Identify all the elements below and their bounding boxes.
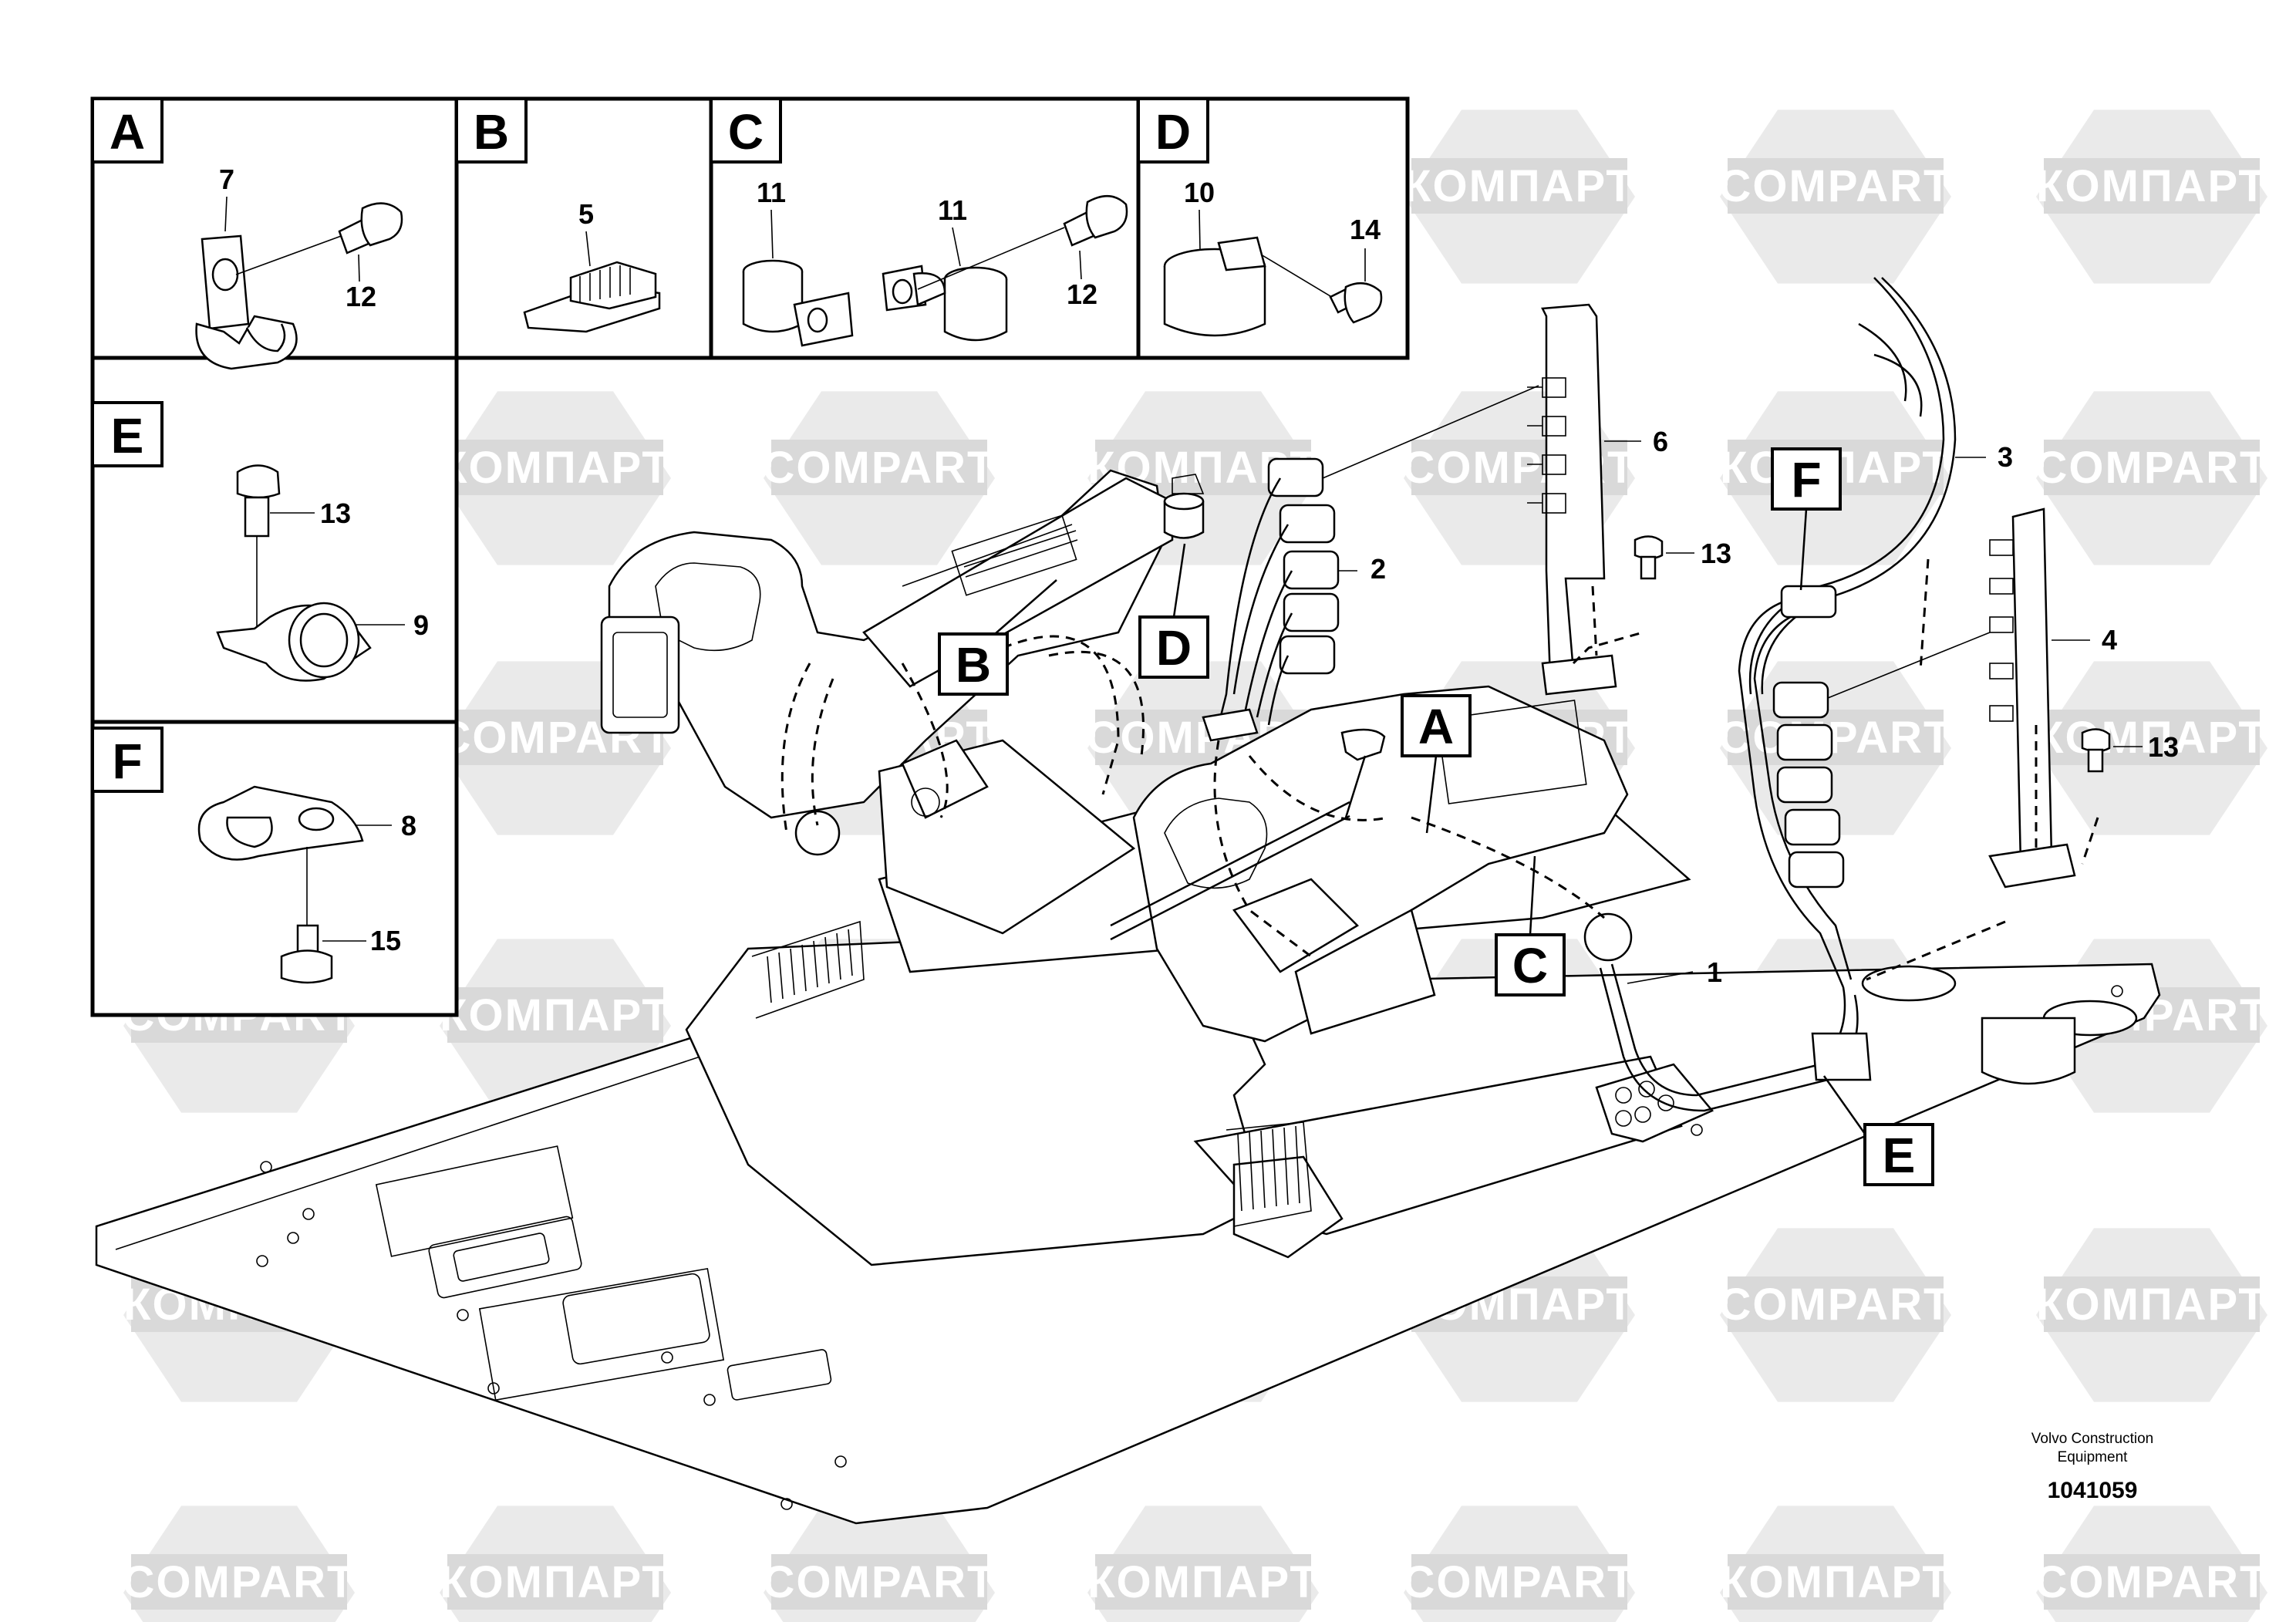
watermark-tile: КОМПАРТ [2036,1228,2267,1402]
watermark-text: COMPART [763,1557,996,1607]
panel-c-callout-12: 12 [1067,278,1097,310]
panel-f-letter: F [112,733,142,789]
panel-a-callout-12: 12 [346,281,376,312]
clamp-10-main-view [1163,474,1205,539]
relay-bracket-4 [1988,508,2076,889]
section-label-a: A [1418,699,1454,754]
panel-e-letter: E [111,408,144,464]
mount-cylinder [1861,965,2138,1085]
watermark-tile: COMPART [123,1506,356,1622]
main-callout-13a: 13 [1701,538,1731,569]
section-label-d: D [1156,620,1192,676]
watermark-tile: COMPART [1403,1506,1637,1622]
panel-b-parts: 5 [523,198,661,333]
panel-d-parts: 10 14 [1163,177,1383,337]
caption-company-line2: Equipment [2058,1449,2129,1465]
watermark-text: КОМПАРТ [2036,161,2267,211]
watermark-tile: COMPART [763,391,996,565]
watermark-tile: КОМПАРТ [440,391,671,565]
watermark-tile: КОМПАРТ [440,1506,671,1622]
watermark-tile: COMPART [2035,1506,2269,1622]
watermark-text: COMPART [1719,161,1953,211]
panel-c-parts: 11 11 12 [742,177,1128,347]
watermark-tile: КОМПАРТ [1720,1506,1951,1622]
panel-a-letter: A [110,104,145,160]
panel-f-callout-15: 15 [370,925,401,956]
panel-e-callout-13: 13 [320,497,351,529]
main-callout-6: 6 [1653,426,1668,457]
panel-c-letter: C [728,104,764,160]
watermark-tile: КОМПАРТ [2036,110,2267,284]
main-section-labels: B D A C F E [938,447,1934,1186]
watermark-text: COMPART [763,443,996,493]
watermark-text: COMPART [1403,1557,1637,1607]
panel-f-parts: 8 15 [197,785,416,984]
main-callout-3: 3 [1998,441,2013,473]
panel-letters: A B C D E F [110,104,1191,789]
watermark-text: КОМПАРТ [2036,1280,2267,1330]
caption-drawing-number: 1041059 [2048,1478,2138,1503]
watermark-tile: КОМПАРТ [1404,110,1635,284]
section-label-f: F [1791,452,1821,508]
watermark-tile: COMPART [1719,661,1953,835]
section-label-e: E [1883,1128,1916,1183]
main-callout-2: 2 [1371,553,1386,585]
panel-c-callout-11a: 11 [757,177,786,208]
panel-b-letter: B [474,104,509,160]
watermark-tile: COMPART [2035,391,2269,565]
watermark-tile: КОМПАРТ [1087,1506,1319,1622]
routing-dashed-lines [781,558,2099,981]
watermark-text: КОМПАРТ [1087,1557,1319,1607]
panel-d-callout-14: 14 [1350,214,1381,245]
drawing-caption: Volvo Construction Equipment 1041059 [2031,1431,2153,1503]
watermark-text: КОМПАРТ [1720,1557,1951,1607]
watermark-tile: COMPART [1719,1228,1953,1402]
harness-2-connectors [1202,457,1340,742]
vent-grille-left [751,920,865,1019]
watermark-text: КОМПАРТ [2036,713,2267,763]
right-control-console [1110,685,1714,1143]
main-callouts: 1 2 3 4 6 13 13 [1322,385,2179,988]
fuse-panel [951,514,1078,596]
watermark-text: КОМПАРТ [440,443,671,493]
watermark-text: КОМПАРТ [440,990,671,1040]
vent-grille-right [1226,1121,1312,1227]
section-label-c: C [1512,938,1548,993]
harness-3-cables [1599,277,1957,1112]
panel-a-parts: 7 12 [195,164,403,370]
panel-e-parts: 13 9 [216,464,429,682]
panel-f-callout-8: 8 [401,810,416,841]
watermark-text: КОМПАРТ [1404,161,1635,211]
panel-d-letter: D [1155,104,1191,160]
panel-letter-boxes [91,97,1209,793]
caption-company-line1: Volvo Construction [2031,1431,2153,1447]
panel-b-callout-5: 5 [578,198,594,230]
main-callout-1: 1 [1707,956,1722,988]
watermark-tile: COMPART [763,1506,996,1622]
main-callout-4: 4 [2102,624,2117,656]
watermark-text: COMPART [1719,1280,1953,1330]
watermark-tile: КОМПАРТ [2036,661,2267,835]
watermark-text: COMPART [123,1557,356,1607]
panel-e-callout-9: 9 [413,609,429,641]
section-label-b: B [956,637,991,693]
watermark-text: COMPART [2035,1557,2269,1607]
watermark-tile: COMPART [1719,110,1953,284]
relay-bracket-6 [1527,303,1617,696]
panel-c-callout-11b: 11 [938,194,967,226]
panel-a-callout-7: 7 [219,164,234,195]
watermark-text: COMPART [2035,443,2269,493]
main-callout-13b: 13 [2148,731,2179,763]
watermark-text: КОМПАРТ [440,1557,671,1607]
panel-d-callout-10: 10 [1184,177,1215,208]
watermark-text: COMPART [1719,713,1953,763]
